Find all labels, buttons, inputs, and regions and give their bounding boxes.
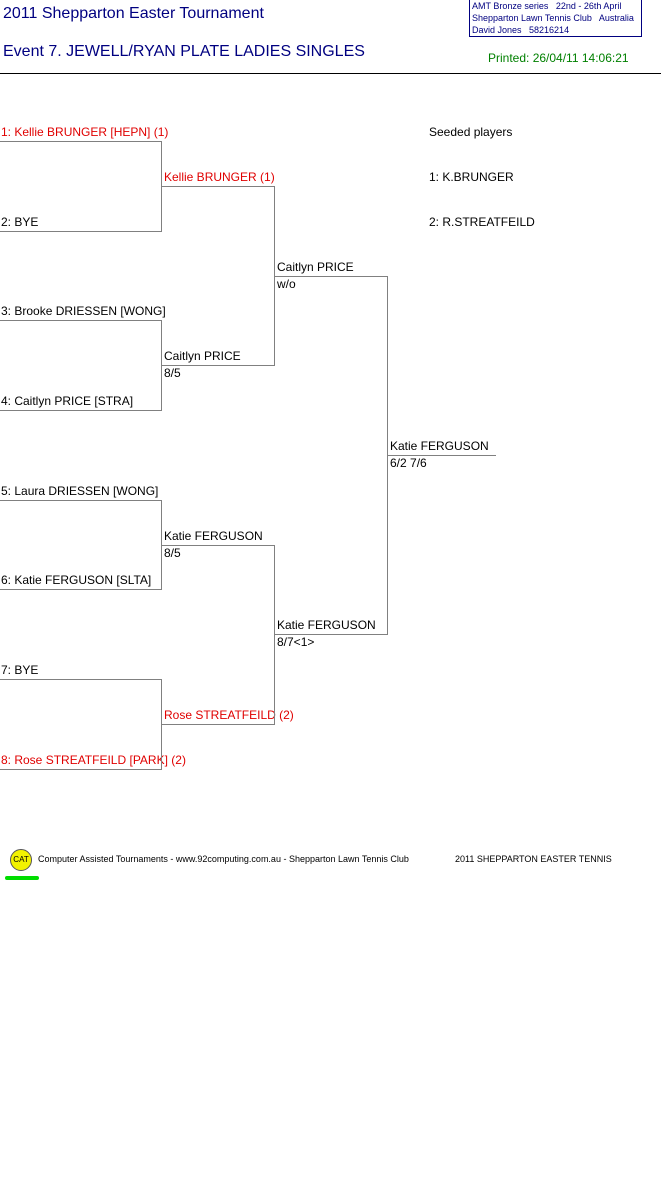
bracket-line (0, 141, 161, 142)
bracket-line (161, 679, 162, 770)
bracket-line (0, 500, 161, 501)
footer-event: 2011 SHEPPARTON EASTER TENNIS (455, 854, 612, 864)
bracket-line (0, 679, 161, 680)
semifinal-winner: Katie FERGUSON (277, 618, 376, 632)
player-entry: 8: Rose STREATFEILD [PARK] (2) (1, 753, 186, 767)
semifinal-winner: Caitlyn PRICE (277, 260, 354, 274)
round2-winner: Kellie BRUNGER (1) (164, 170, 275, 184)
bracket-line (162, 186, 274, 187)
bracket-line (0, 769, 161, 770)
bracket-line (0, 231, 161, 232)
bracket-line (161, 320, 162, 411)
bracket-line (162, 365, 274, 366)
round2-winner: Rose STREATFEILD (2) (164, 708, 294, 722)
info-club: Shepparton Lawn Tennis Club Australia (472, 13, 634, 23)
bracket-line (274, 545, 275, 725)
semifinal-score: w/o (277, 277, 296, 291)
player-entry: 5: Laura DRIESSEN [WONG] (1, 484, 159, 498)
bracket-line (161, 141, 162, 232)
printed-timestamp: Printed: 26/04/11 14:06:21 (488, 51, 629, 65)
player-entry: 4: Caitlyn PRICE [STRA] (1, 394, 134, 408)
round2-score: 8/5 (164, 366, 181, 380)
round2-winner: Katie FERGUSON (164, 529, 263, 543)
round2-score: 8/5 (164, 546, 181, 560)
tournament-info-box: AMT Bronze series 22nd - 26th April Shep… (469, 0, 642, 37)
logo-underline (5, 876, 39, 880)
bracket-line (161, 500, 162, 590)
round2-winner: Caitlyn PRICE (164, 349, 241, 363)
bracket-line (162, 724, 274, 725)
bracket-line (274, 186, 275, 366)
final-winner: Katie FERGUSON (390, 439, 489, 453)
bracket-line (0, 320, 161, 321)
event-title: Event 7. JEWELL/RYAN PLATE LADIES SINGLE… (3, 43, 365, 60)
player-entry: 3: Brooke DRIESSEN [WONG] (1, 304, 166, 318)
cat-logo-icon: CAT (10, 849, 32, 871)
player-entry: 2: BYE (1, 215, 39, 229)
bracket-line (275, 634, 387, 635)
final-score: 6/2 7/6 (390, 456, 427, 470)
bracket-line (275, 276, 387, 277)
bracket-line (388, 455, 496, 456)
bracket-line (0, 410, 161, 411)
player-entry: 6: Katie FERGUSON [SLTA] (1, 573, 152, 587)
footer-credit: Computer Assisted Tournaments - www.92co… (38, 854, 409, 864)
semifinal-score: 8/7<1> (277, 635, 315, 649)
player-entry: 1: Kellie BRUNGER [HEPN] (1) (1, 125, 169, 139)
seed-1: 1: K.BRUNGER (429, 170, 514, 184)
page-title: 2011 Shepparton Easter Tournament (3, 5, 264, 22)
header-divider (0, 73, 661, 74)
seed-2: 2: R.STREATFEILD (429, 215, 535, 229)
bracket-line (0, 589, 161, 590)
bracket-line (387, 276, 388, 635)
bracket-line (162, 545, 274, 546)
player-entry: 7: BYE (1, 663, 39, 677)
info-series: AMT Bronze series 22nd - 26th April (472, 1, 622, 11)
info-contact: David Jones 58216214 (472, 25, 570, 35)
seeded-heading: Seeded players (429, 125, 513, 139)
